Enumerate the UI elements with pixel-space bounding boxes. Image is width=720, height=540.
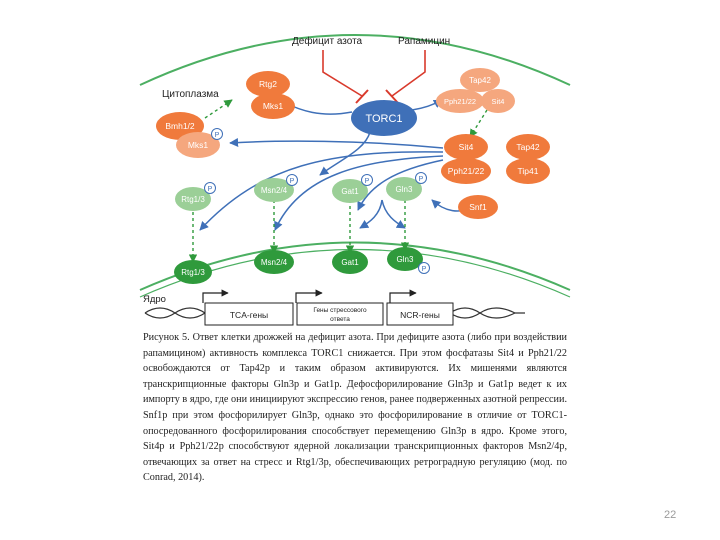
nitrogen-inhibition-bar <box>355 89 369 104</box>
rapamycin-label: Рапамицин <box>398 36 450 47</box>
torc1-arrow-gat1 <box>319 131 371 176</box>
sit4-release-arrow <box>469 109 488 138</box>
gat1-cyto-label: Gat1 <box>341 187 359 196</box>
mks1-phospho-p: P <box>215 132 220 139</box>
tip41-node <box>506 158 550 184</box>
pph2122-node <box>441 158 491 184</box>
msn24-nuc-node <box>254 250 294 274</box>
rtg2-label: Rtg2 <box>259 79 277 89</box>
rapamycin-inhibition-bar <box>385 89 399 104</box>
sit4-node <box>444 134 488 160</box>
sit4-label: Sit4 <box>459 142 474 152</box>
tip41-label: Tip41 <box>518 166 539 176</box>
msn24-nuc-label: Msn2/4 <box>261 258 288 267</box>
torc1-label: TORC1 <box>365 113 402 125</box>
rtg2-node <box>246 71 290 97</box>
cytoplasm-label: Цитоплазма <box>162 89 219 100</box>
pph2122-top-node <box>436 89 484 113</box>
mks1-top-label: Mks1 <box>263 101 284 111</box>
msn24-cyto-p: P <box>290 178 295 185</box>
plasma-membrane <box>139 34 571 86</box>
page-number: 22 <box>664 509 677 521</box>
snf1-label: Snf1 <box>469 202 487 212</box>
msn24-cyto-node <box>254 178 294 202</box>
nucleus-label: Ядро <box>143 294 166 305</box>
mks1-phospho-marker <box>211 128 223 140</box>
ncr-gene-label: NCR-гены <box>400 310 440 320</box>
mks1-rtg2-arrow <box>204 99 233 119</box>
dna-strand-2 <box>144 307 516 319</box>
gat1-cyto-phospho <box>361 174 373 186</box>
mks1-phospho-node <box>176 132 220 158</box>
gln3-nuc-node <box>387 247 423 271</box>
gln3-cyto-p: P <box>419 176 424 183</box>
gln3-cyto-phospho <box>415 172 427 184</box>
gln3-cyto-node <box>386 177 422 201</box>
stress-gene-label-line2: ответа <box>330 316 350 323</box>
torc1-node <box>351 100 417 136</box>
mks1-top-node <box>251 93 295 119</box>
gat1-nuc-node <box>332 250 368 274</box>
nitrogen-response-diagram: Дефицит азота Рапамицин Цитоплазма Ядро … <box>139 34 571 326</box>
sit4-arrow-gat1 <box>357 159 444 211</box>
gat1-cyto-p: P <box>365 178 370 185</box>
pph2122-label: Pph21/22 <box>448 166 485 176</box>
stress-promoter-arrow <box>295 289 323 303</box>
rtg13-nuc-node <box>174 260 212 284</box>
pph2122-top-label: Pph21/22 <box>444 97 476 106</box>
tap42-free-label: Tap42 <box>516 142 539 152</box>
tap42-top-label: Tap42 <box>469 76 491 85</box>
torc1-arrow-mks1 <box>284 102 353 115</box>
tap42-free-node <box>506 134 550 160</box>
sit4-top-label: Sit4 <box>492 97 505 106</box>
rtg13-cyto-node <box>175 187 211 211</box>
ncr-promoter-arrow <box>389 289 417 303</box>
mks1-phospho-label: Mks1 <box>188 140 209 150</box>
figure-caption: Рисунок 5. Ответ клетки дрожжей на дефиц… <box>143 332 567 484</box>
nitrogen-deficit-label: Дефицит азота <box>292 35 363 47</box>
msn24-cyto-phospho <box>286 174 298 186</box>
msn24-cyto-label: Msn2/4 <box>261 186 288 195</box>
gln3-nuc-label: Gln3 <box>397 255 414 264</box>
gln3-nuc-phospho <box>418 262 430 274</box>
sit4-arrow-mks1 <box>229 138 444 149</box>
gln3-cyto-label: Gln3 <box>396 185 413 194</box>
tca-gene-box <box>204 302 294 326</box>
stress-gene-label-line1: Гены стрессового <box>313 307 367 314</box>
stress-gene-box <box>296 302 384 326</box>
gln3-nuc-p: P <box>422 266 427 273</box>
rtg13-nuc-label: Rtg1/3 <box>181 268 205 277</box>
rtg13-cyto-phospho <box>204 182 216 194</box>
rapamycin-inhibition <box>391 50 426 97</box>
gln3-split-left <box>359 199 383 229</box>
gat1-nuc-label: Gat1 <box>341 258 359 267</box>
nitrogen-inhibition <box>322 50 363 97</box>
tap42-top-node <box>460 68 500 92</box>
tca-gene-label: TCA-гены <box>230 310 268 320</box>
tca-promoter-arrow <box>202 289 229 303</box>
sit4-arrow-msn24 <box>274 155 444 231</box>
sit4-arrow-rtg13 <box>199 151 444 231</box>
gln3-split-right <box>381 199 406 229</box>
gat1-cyto-node <box>332 179 368 203</box>
ncr-gene-box <box>386 302 454 326</box>
snf1-node <box>458 195 498 219</box>
bmh12-label: Bmh1/2 <box>165 121 195 131</box>
sit4-top-node <box>481 89 515 113</box>
rtg13-cyto-label: Rtg1/3 <box>181 195 205 204</box>
rtg13-cyto-p: P <box>208 186 213 193</box>
